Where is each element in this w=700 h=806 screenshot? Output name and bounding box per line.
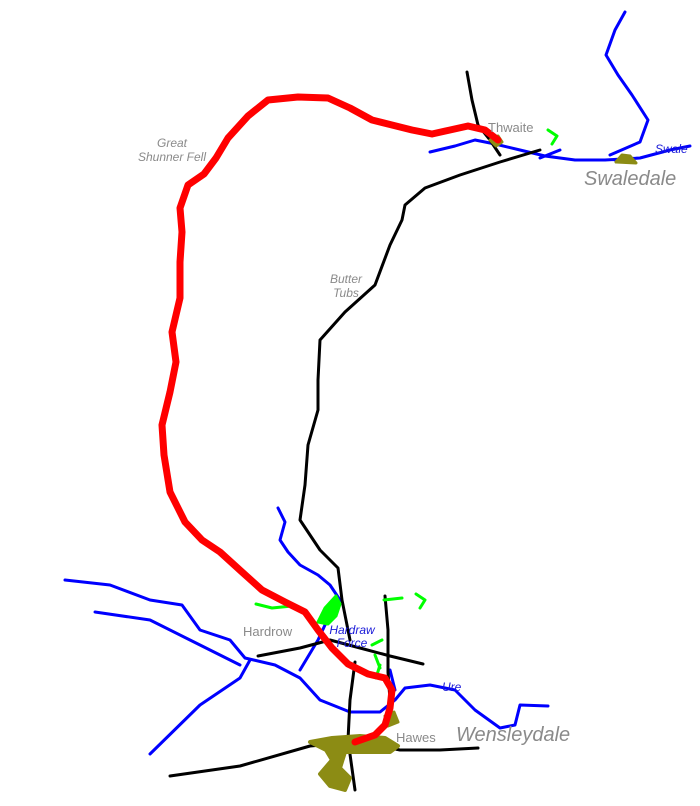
woodland-hardrow-west: [254, 602, 294, 610]
label-river-ure: Ure: [442, 680, 462, 694]
label-butter-tubs-line2: Tubs: [333, 286, 359, 300]
road-buttertubs-pass: [298, 148, 542, 642]
label-butter-tubs-line1: Butter: [329, 272, 362, 286]
label-hardraw-force: Hardraw Force: [324, 624, 380, 650]
river-swale: [428, 10, 692, 162]
label-great-shunner-fell-line2: Shunner Fell: [137, 150, 207, 164]
road-hardrow-south: [346, 660, 357, 792]
settlements: [308, 134, 638, 792]
woodland-hardraw-gorge: [316, 594, 342, 626]
label-hardrow: Hardrow: [243, 624, 293, 639]
river-hardraw-beck: [276, 506, 342, 672]
settlement-muker: [614, 153, 638, 165]
label-great-shunner-fell-line1: Great: [156, 136, 187, 150]
label-wensleydale: Wensleydale: [456, 724, 571, 746]
woodland-thwaite: [546, 128, 559, 146]
label-thwaite: Thwaite: [488, 120, 534, 135]
road-hardrow: [256, 638, 425, 666]
woodland-hardraw-1: [382, 592, 427, 610]
walking-route: [158, 93, 502, 746]
roads: [168, 70, 542, 792]
label-river-swale: Swale: [655, 142, 688, 156]
label-swaledale: Swaledale: [584, 168, 677, 190]
label-butter-tubs: Butter Tubs: [322, 272, 370, 300]
label-hardraw-force-line2: Force: [336, 636, 368, 650]
label-great-shunner-fell: Great Shunner Fell: [124, 136, 220, 164]
woodland: [254, 128, 559, 680]
label-hardraw-force-line1: Hardraw: [329, 623, 375, 637]
label-hawes: Hawes: [396, 730, 436, 745]
